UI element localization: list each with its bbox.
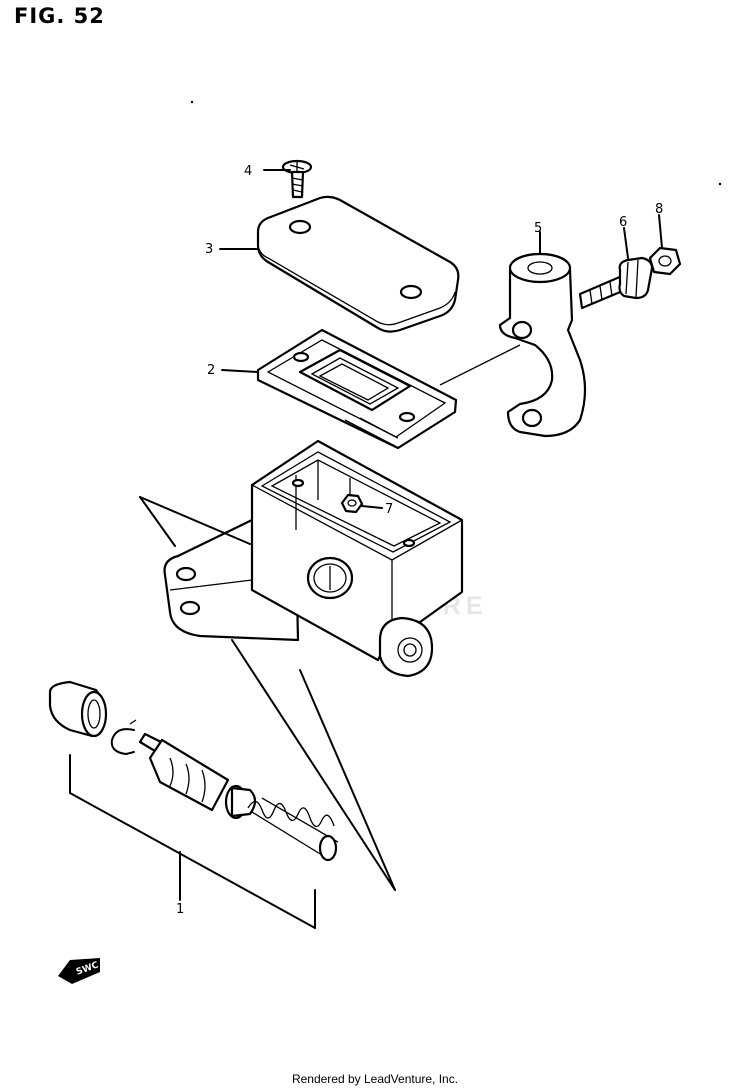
part-8-nut[interactable] (648, 246, 682, 276)
callout-1: 1 (176, 902, 184, 917)
leader-lines (69, 169, 663, 929)
part-4-screw[interactable] (281, 159, 313, 199)
front-direction-arrow-icon: SWC (58, 958, 100, 984)
part-6-bolt[interactable] (578, 256, 654, 310)
figure-title: FIG. 52 (14, 4, 105, 28)
callout-7: 7 (385, 502, 393, 517)
callout-4: 4 (244, 164, 252, 179)
master-cylinder-body[interactable] (163, 439, 464, 678)
callout-8: 8 (655, 202, 663, 217)
callout-3: 3 (205, 242, 213, 257)
callout-6: 6 (619, 215, 627, 230)
part-5-clamp[interactable] (498, 252, 587, 438)
callout-5: 5 (534, 221, 542, 236)
part-1-piston-kit[interactable] (48, 680, 339, 862)
callout-2: 2 (207, 363, 215, 378)
part-3-reservoir-cap[interactable] (256, 195, 460, 333)
footer-credit: Rendered by LeadVenture, Inc. (291, 1072, 459, 1086)
part-2-diaphragm[interactable] (256, 328, 458, 450)
part-7-bolt[interactable] (340, 493, 364, 514)
